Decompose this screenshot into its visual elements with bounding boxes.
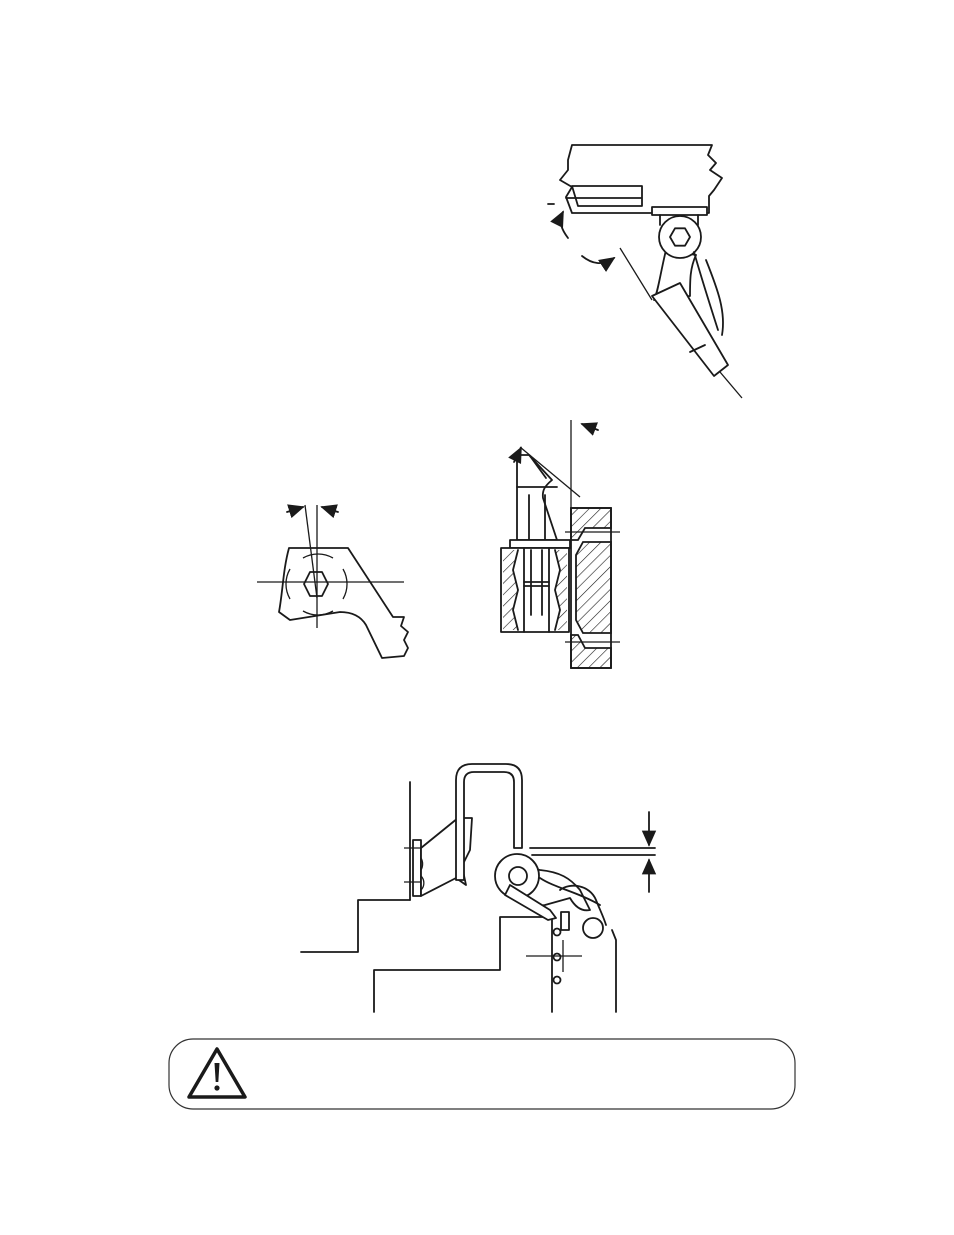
warning-box bbox=[169, 1039, 795, 1109]
rotation-arrow-1 bbox=[561, 212, 568, 238]
pad bbox=[572, 186, 642, 206]
bracket-body bbox=[279, 548, 408, 658]
stepped-base-lower bbox=[374, 917, 552, 1012]
hex-bracket-detail bbox=[257, 505, 408, 658]
cam-hub bbox=[509, 867, 527, 885]
flange-plate bbox=[510, 540, 570, 548]
blade bbox=[517, 455, 557, 540]
rotation-arrow-2 bbox=[582, 256, 614, 263]
arm-tilt-detail bbox=[548, 145, 742, 398]
vertical-ref-arrow bbox=[582, 424, 598, 430]
sectional-detail bbox=[501, 420, 620, 668]
roller bbox=[583, 918, 603, 938]
gap-adjustment-detail bbox=[301, 764, 655, 1012]
angle-arrow-left bbox=[287, 507, 303, 512]
hex-socket-icon bbox=[670, 228, 690, 245]
stepped-base-left bbox=[301, 900, 410, 952]
lever-rod bbox=[652, 283, 728, 376]
angle-arrow-right bbox=[322, 507, 338, 512]
foot-plate bbox=[652, 207, 707, 215]
